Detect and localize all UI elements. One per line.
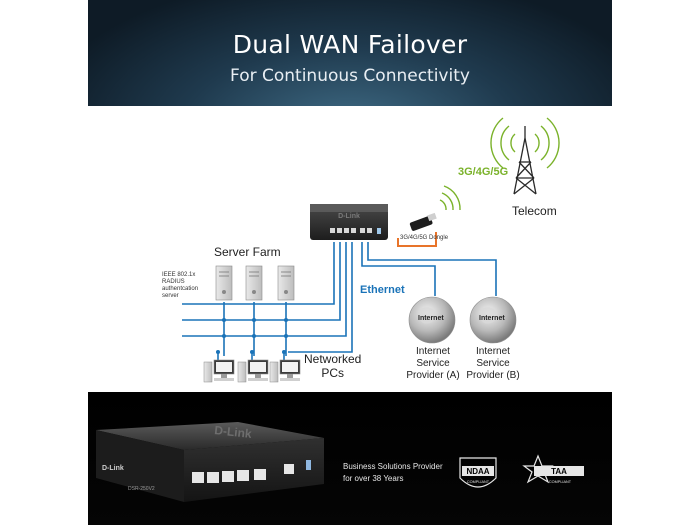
svg-text:COMPLIANT: COMPLIANT [549,480,572,484]
router-product-icon: D-Link D-Link DSR-250V2 [96,422,324,502]
isp-a-label: Internet Service Provider (A) [402,346,464,382]
networked-pcs-label: Networked PCs [304,352,361,380]
svg-text:DSR-250V2: DSR-250V2 [128,486,155,492]
globe-b-label: Internet [479,315,505,322]
pc-icon-2 [237,359,269,383]
router-icon: D-Link [310,204,388,240]
internet-globe-icon-b [469,296,517,344]
usb-dongle-icon [409,212,437,231]
footer-banner: D-Link D-Link DSR-250V2 NDAA COMPLIANT [88,392,612,525]
globe-a-label: Internet [418,315,444,322]
footer-graphics: D-Link D-Link DSR-250V2 NDAA COMPLIANT [96,422,584,502]
server-icon-2 [245,265,263,301]
isp-a-line-1: Internet [416,346,450,357]
dongle-signal-icon [439,185,461,211]
isp-b-label: Internet Service Provider (B) [462,346,524,382]
internet-globe-icon-a [408,296,456,344]
networked-pcs-line-1: Networked [304,352,362,366]
isp-a-line-2: Service [416,358,450,369]
ndaa-badge-icon: NDAA COMPLIANT [459,457,497,488]
svg-text:TAA: TAA [551,467,567,476]
lan-line-4 [288,242,353,353]
ethernet-lines [182,242,497,362]
diagram-graphics: D-Link [182,117,560,383]
ethernet-label: Ethernet [360,284,405,296]
page-subtitle: For Continuous Connectivity [230,66,470,86]
isp-b-line-3: Provider (B) [466,370,520,381]
server-icon-3 [277,265,295,301]
tagline-line-2: for over 38 Years [343,474,404,483]
cellular-label: 3G/4G/5G [458,166,509,178]
pc-icon-1 [203,359,235,383]
svg-text:D-Link: D-Link [214,423,253,441]
telecom-tower-icon [513,126,537,195]
svg-text:COMPLIANT: COMPLIANT [467,480,490,484]
svg-text:D-Link: D-Link [102,465,124,472]
isp-b-line-1: Internet [476,346,510,357]
header-banner: Dual WAN Failover For Continuous Connect… [88,0,612,106]
dongle-label: 3G/4G/5G Dongle [400,235,449,241]
tower-signal-icon [490,117,560,169]
server-farm-label: Server Farm [214,245,281,259]
pc-icon-3 [269,359,301,383]
telecom-label: Telecom [512,204,557,218]
radius-label: IEEE 802.1x RADIUS authentcation server [162,272,198,300]
wan-line-b [367,242,497,296]
isp-a-line-3: Provider (A) [406,370,460,381]
wan-line-a [361,242,436,296]
server-icon-1 [215,265,233,301]
connection-dots [216,318,288,354]
page-title: Dual WAN Failover [232,30,468,59]
radius-line-3: authentcation [162,286,199,292]
radius-line-1: IEEE 802.1x [162,272,196,278]
radius-line-2: RADIUS [162,279,185,285]
network-diagram: D-Link [88,106,612,392]
taa-badge-icon: TAA COMPLIANT [522,454,584,484]
dongle-link-line [397,232,437,247]
lan-line-1 [182,242,335,305]
isp-b-line-2: Service [476,358,510,369]
radius-line-4: server [162,293,179,299]
lan-line-3 [182,242,347,337]
lan-line-2 [182,242,341,321]
tagline-line-1: Business Solutions Provider [343,462,443,471]
networked-pcs-line-2: PCs [321,366,345,380]
svg-text:D-Link: D-Link [338,213,360,220]
svg-text:NDAA: NDAA [466,467,489,476]
